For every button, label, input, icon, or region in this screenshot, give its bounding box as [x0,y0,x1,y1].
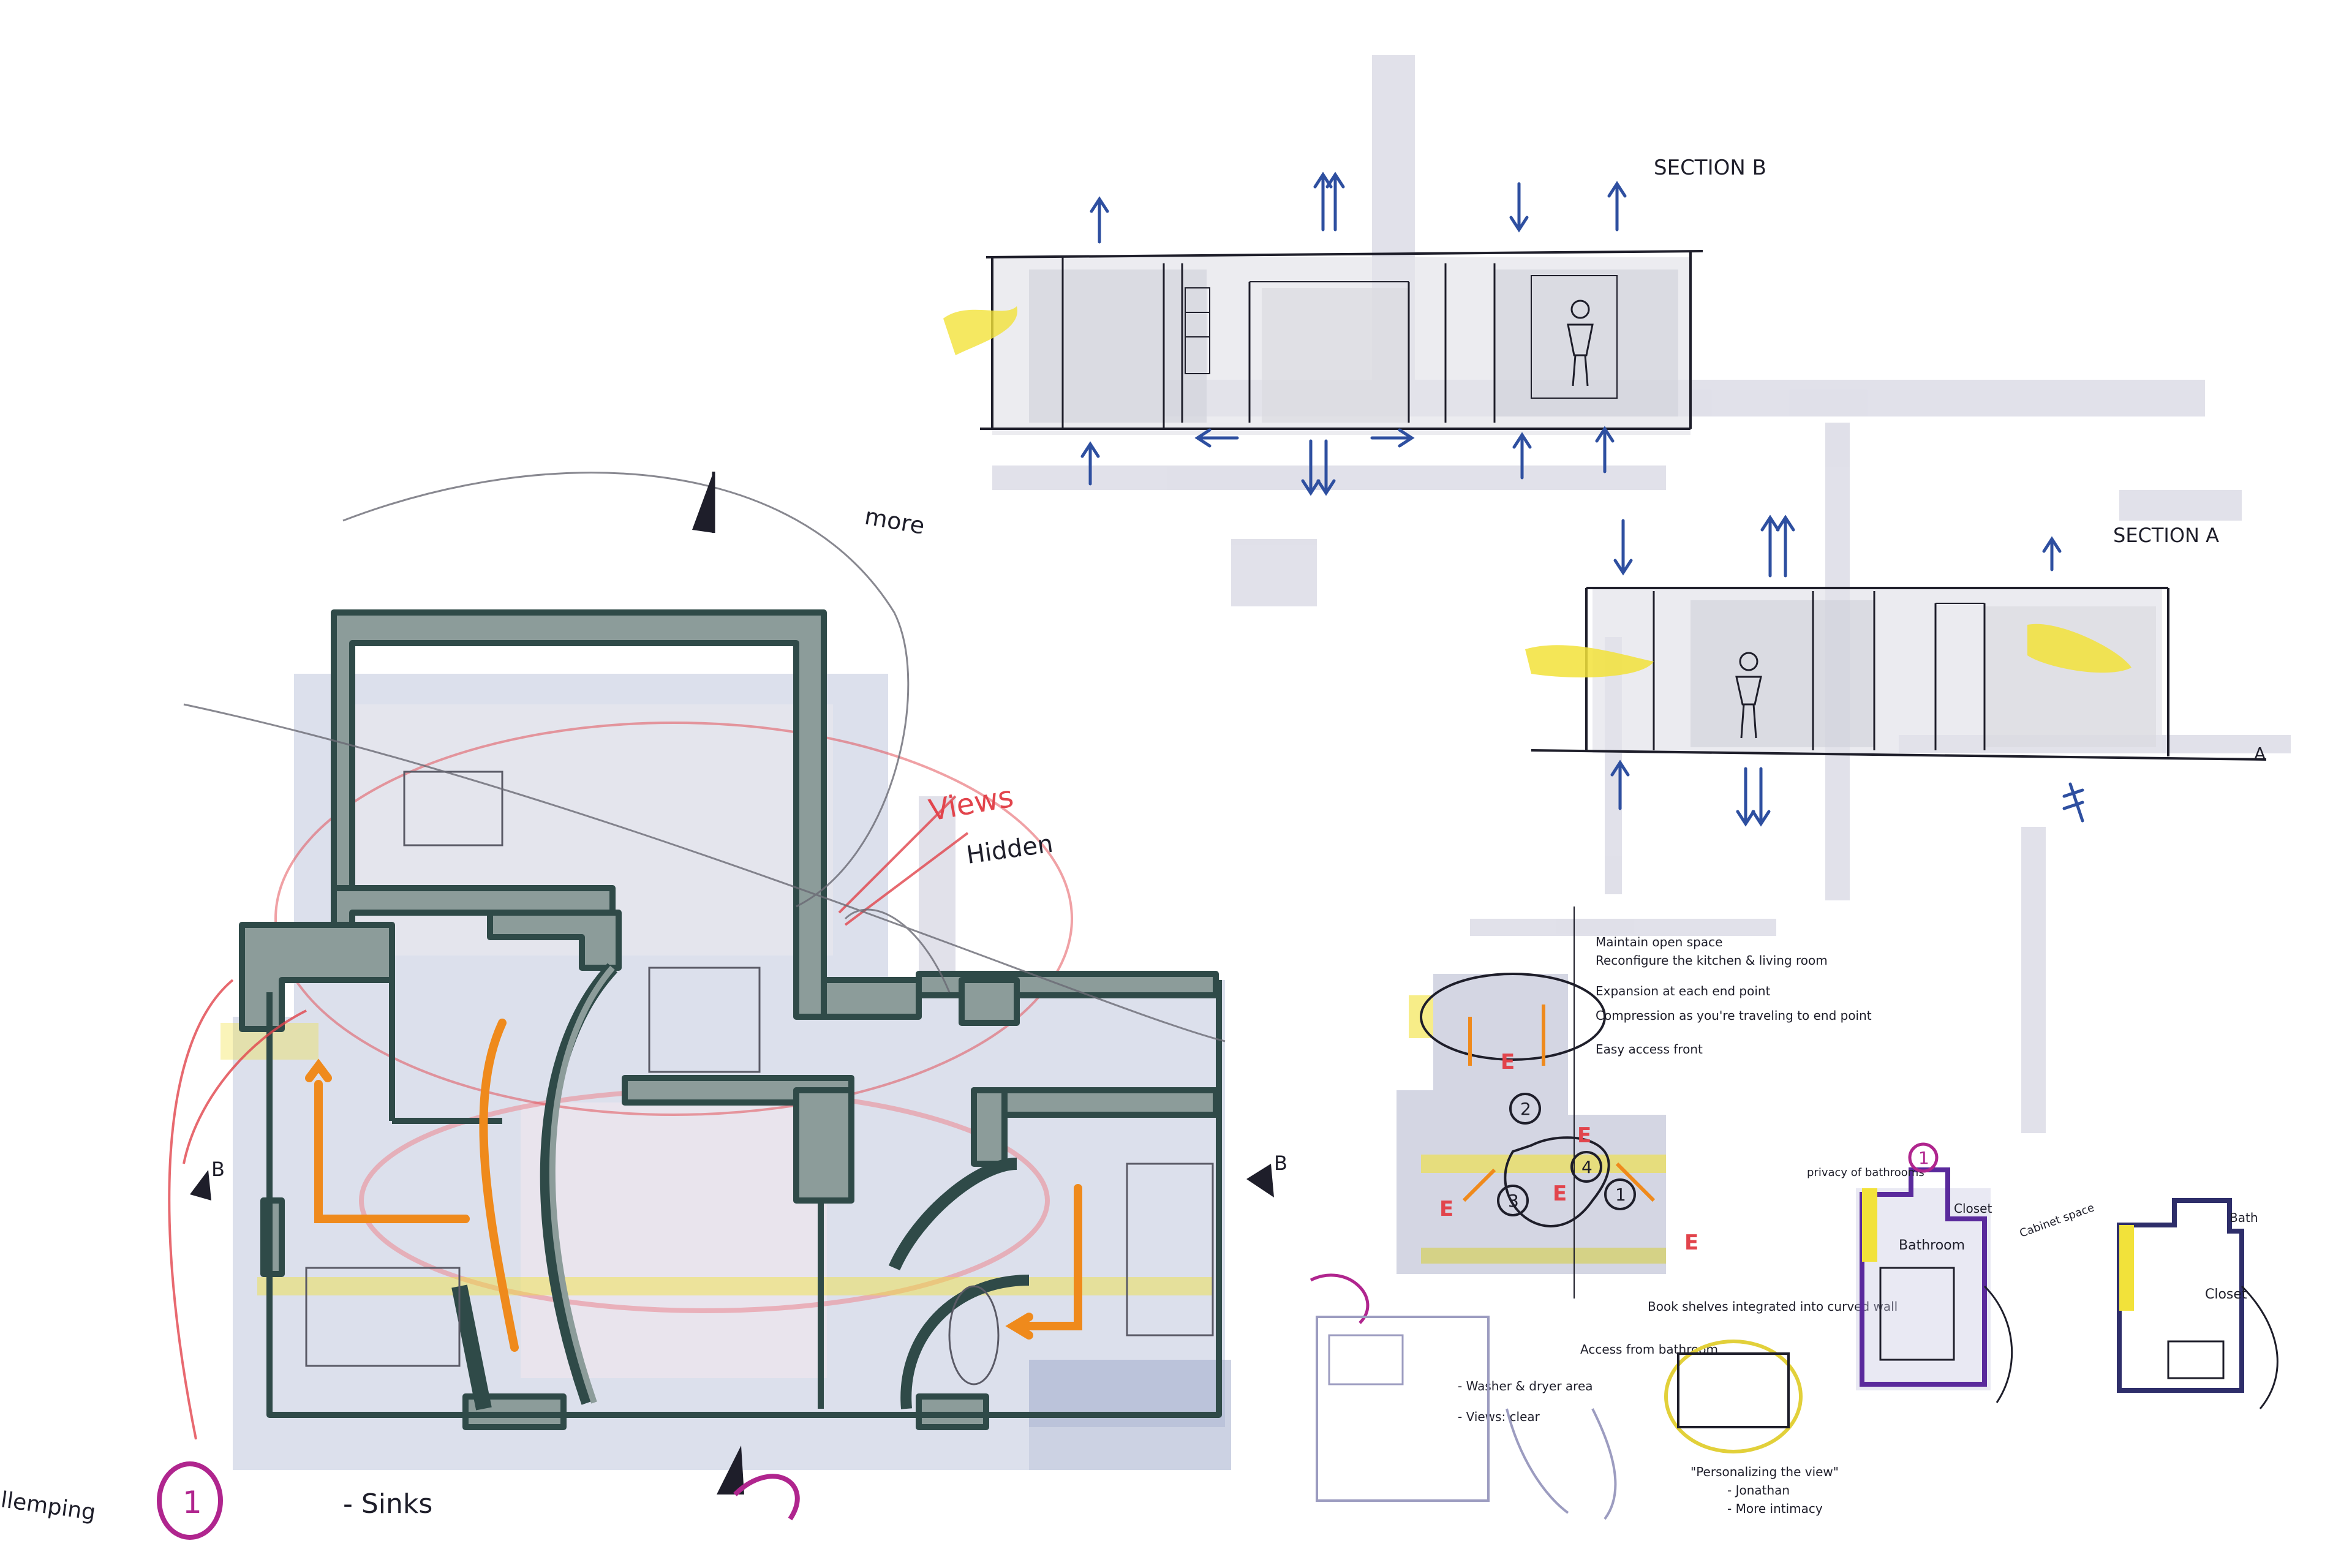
zone-e-1: E [1501,1050,1515,1074]
section-markers [190,472,1274,1494]
note-views-clear: - Views: clear [1458,1409,1540,1424]
zone-e-2: E [1439,1197,1453,1221]
section-a: SECTION A A [1525,514,2267,827]
section-a-arrows [1610,514,2084,827]
mini-plan-number: 1 [1918,1148,1929,1168]
marker-b-right: B [1274,1152,1287,1175]
note-compression: Compression as you're traveling to end p… [1596,1008,1872,1023]
section-a-title: SECTION A [2113,524,2219,547]
zone-e-3: E [1577,1123,1591,1148]
concept-diagram: E E E E E 1 2 3 4 Maintain open space Re… [1310,907,1898,1520]
label-bathroom: Bathroom [1899,1238,1965,1253]
note-maintain: Maintain open space [1596,935,1722,949]
note-more-intimacy: - More intimacy [1727,1501,1823,1516]
section-b: SECTION B [943,156,1766,496]
zone-e-4: E [1684,1231,1698,1255]
note-views: Views [926,780,1016,828]
zone-3: 3 [1508,1191,1519,1211]
zone-2: 2 [1520,1099,1531,1119]
circulation-arrows [1080,172,1627,496]
label-bath: Bath [2230,1210,2258,1225]
floor-plan: B B Views Hidden more - Sinks llemping 1 [0,472,1287,1540]
note-hemp: llemping [0,1487,97,1525]
mini-plans: Bathroom Closet privacy of bathrooms Cab… [1807,1142,2278,1409]
note-more: more [862,503,927,540]
note-hidden: Hidden [965,830,1055,870]
label-closet-2: Closet [2205,1287,2247,1302]
zone-1: 1 [1615,1185,1626,1205]
note-sinks: - Sinks [343,1488,432,1520]
label-closet-1: Closet [1954,1201,1992,1216]
label-cabinet: Cabinet space [2018,1201,2097,1240]
note-jonathan: - Jonathan [1727,1483,1790,1498]
plan-walls [239,609,1219,1430]
section-b-title: SECTION B [1654,156,1766,180]
note-circle-1: 1 [183,1485,202,1520]
marker-b-left: B [211,1158,225,1181]
zone-e-5: E [1553,1182,1567,1206]
label-privacy: privacy of bathrooms [1807,1166,1924,1179]
note-easy: Easy access front [1596,1042,1703,1057]
note-reconfigure: Reconfigure the kitchen & living room [1596,953,1828,968]
section-a-marker: A [2254,744,2266,764]
zone-4: 4 [1581,1157,1593,1177]
note-book: Book shelves integrated into curved wall [1648,1299,1898,1314]
note-personalizing: "Personalizing the view" [1691,1464,1839,1479]
orange-circulation [305,1019,1082,1352]
note-washer: - Washer & dryer area [1458,1379,1593,1393]
note-expansion: Expansion at each end point [1596,984,1771,998]
